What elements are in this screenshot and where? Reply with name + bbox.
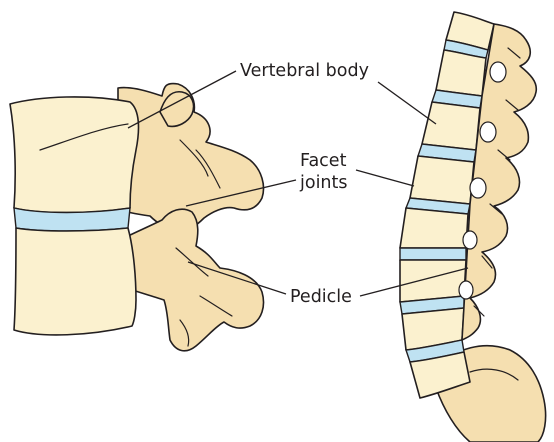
- column-foramen-3: [470, 178, 486, 198]
- label-facet: Facet: [300, 151, 347, 171]
- column-foramen-5: [459, 281, 473, 299]
- column-foramen-4: [463, 231, 477, 249]
- column-body-5: [400, 208, 468, 248]
- column-body-2: [436, 50, 486, 96]
- column-foramen-2: [480, 122, 496, 142]
- column-body-4: [410, 156, 474, 204]
- lower-vertebral-body: [14, 228, 136, 335]
- spine-column: [400, 12, 546, 442]
- column-body-3: [422, 102, 480, 150]
- leader-vertebral-body-right: [378, 82, 436, 124]
- column-body-6: [400, 260, 466, 302]
- column-disc-5: [400, 248, 466, 260]
- label-vertebral-body: Vertebral body: [240, 61, 369, 81]
- leader-facet-right: [356, 170, 414, 186]
- upper-vertebral-body: [10, 97, 138, 213]
- column-foramen-1: [490, 62, 506, 82]
- label-joints: joints: [299, 173, 348, 193]
- label-pedicle: Pedicle: [290, 287, 352, 307]
